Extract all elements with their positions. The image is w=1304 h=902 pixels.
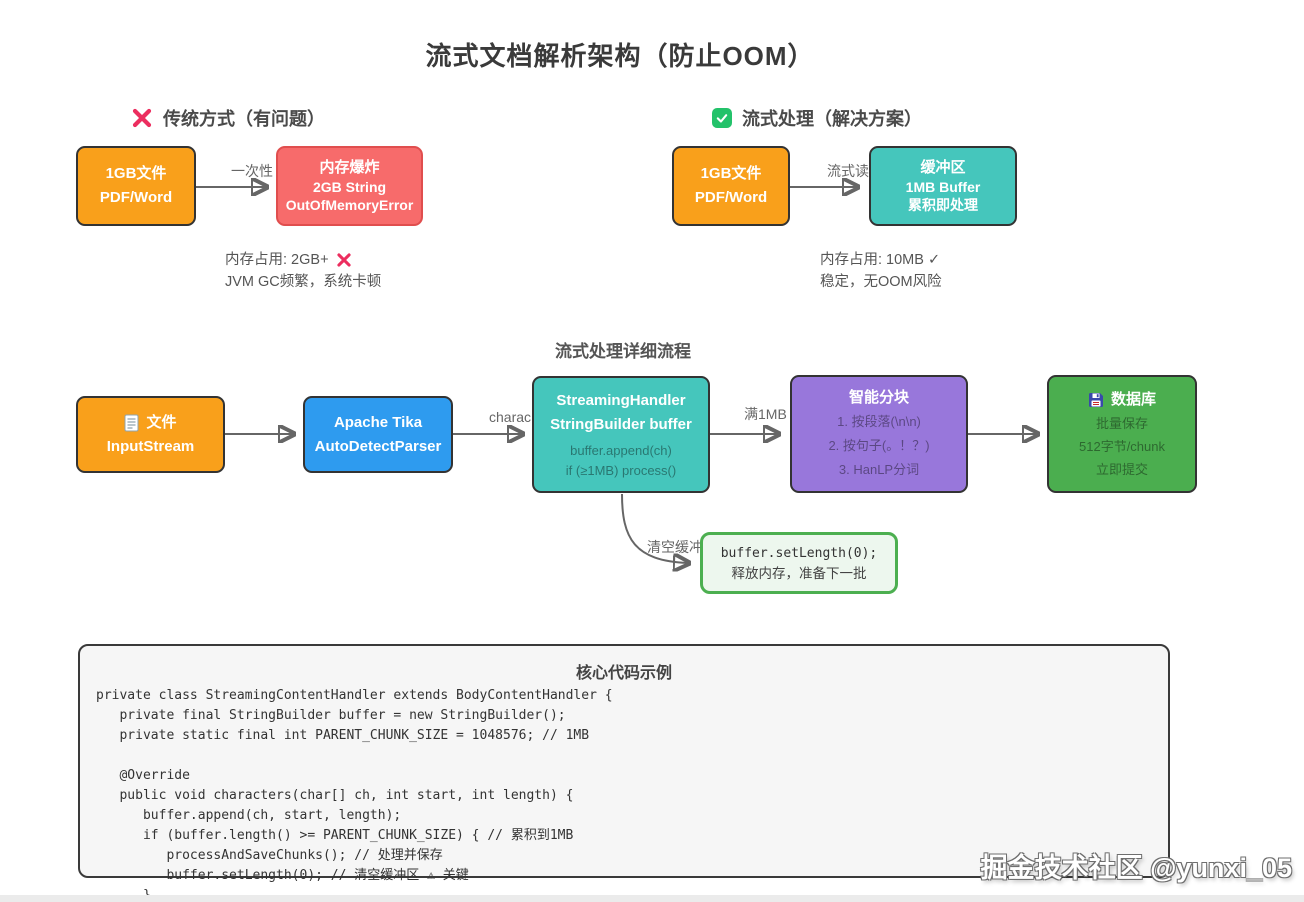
- streaming-caption-line2: 稳定，无OOM风险: [820, 274, 942, 290]
- edge-label-clear: 清空缓冲: [647, 539, 703, 555]
- bottom-strip: [0, 895, 1304, 902]
- page-title: 流式文档解析架构（防止OOM）: [425, 41, 815, 71]
- db-detail1: 批量保存: [1095, 415, 1148, 431]
- node-line: 1GB文件: [105, 165, 167, 182]
- tika-node: Apache Tika AutoDetectParser: [303, 396, 453, 473]
- chunk-item1: 1. 按段落(\n\n): [837, 414, 921, 429]
- db-node: 数据库 批量保存 512字节/chunk 立即提交: [1047, 375, 1197, 493]
- x-icon: [336, 253, 351, 267]
- db-detail3: 立即提交: [1095, 461, 1148, 477]
- file-node-title: 文件: [146, 413, 177, 431]
- handler-detail1: buffer.append(ch): [570, 443, 672, 458]
- db-detail2: 512字节/chunk: [1079, 438, 1165, 454]
- db-node-title-row: 数据库: [1088, 388, 1156, 412]
- traditional-section-header: 传统方式（有问题）: [131, 105, 325, 131]
- node-line: OutOfMemoryError: [285, 197, 414, 213]
- traditional-edge-label: 一次性: [231, 163, 273, 179]
- chunk-node: 智能分块 1. 按段落(\n\n) 2. 按句子(。！？) 3. HanLP分词: [790, 375, 968, 493]
- buffer-reset-desc: 释放内存，准备下一批: [731, 565, 867, 581]
- file-node: 文件 InputStream: [76, 396, 225, 473]
- flow-heading: 流式处理详细流程: [555, 342, 691, 361]
- streaming-edge-label: 流式读: [827, 163, 869, 179]
- code-block: private class StreamingContentHandler ex…: [96, 688, 613, 902]
- traditional-caption: 内存占用: 2GB+ JVM GC频繁，系统卡顿: [225, 249, 381, 293]
- node-line: PDF/Word: [99, 189, 173, 206]
- floppy-disk-icon: [1088, 392, 1103, 407]
- streaming-result-node: 缓冲区 1MB Buffer 累积即处理: [869, 146, 1017, 226]
- buffer-reset-node: buffer.setLength(0); 释放内存，准备下一批: [700, 532, 898, 594]
- code-panel: 核心代码示例 private class StreamingContentHan…: [78, 644, 1170, 902]
- tika-node-line2: AutoDetectParser: [314, 437, 442, 455]
- traditional-caption-line2: JVM GC频繁，系统卡顿: [225, 274, 382, 290]
- code-panel-heading: 核心代码示例: [575, 665, 672, 682]
- traditional-caption-line1: 内存占用: 2GB+: [225, 252, 329, 268]
- streaming-section-header: 流式处理（解决方案）: [712, 105, 922, 131]
- handler-title1: StreamingHandler: [556, 392, 686, 409]
- x-icon: [132, 108, 152, 128]
- file-node-subtitle: InputStream: [106, 437, 195, 455]
- chunk-item2: 2. 按句子(。！？): [828, 438, 930, 453]
- traditional-heading: 传统方式（有问题）: [163, 109, 325, 129]
- streaming-caption-line1: 内存占用: 10MB ✓: [820, 252, 941, 268]
- node-line: 缓冲区: [920, 159, 966, 176]
- watermark: 掘金技术社区 @yunxi_05: [980, 853, 1292, 883]
- node-line: 1MB Buffer: [905, 179, 981, 195]
- chunk-item3: 3. HanLP分词: [838, 462, 920, 477]
- edge-label-characters: charac: [489, 409, 532, 425]
- buffer-reset-code: buffer.setLength(0);: [720, 545, 878, 561]
- db-node-title: 数据库: [1110, 390, 1156, 408]
- chunk-title: 智能分块: [848, 389, 909, 406]
- node-line: 2GB String: [312, 179, 387, 195]
- handler-node: StreamingHandler StringBuilder buffer bu…: [532, 376, 710, 493]
- traditional-result-node: 内存爆炸 2GB String OutOfMemoryError: [276, 146, 423, 226]
- node-line: PDF/Word: [694, 189, 768, 206]
- node-line: 累积即处理: [908, 197, 978, 213]
- node-line: 1GB文件: [700, 165, 762, 182]
- edge-label-1mb: 满1MB: [744, 406, 787, 422]
- traditional-source-node: 1GB文件 PDF/Word: [76, 146, 196, 226]
- handler-title2: StringBuilder buffer: [550, 416, 692, 433]
- streaming-heading: 流式处理（解决方案）: [742, 109, 922, 129]
- tika-node-line1: Apache Tika: [333, 413, 423, 431]
- node-line: 内存爆炸: [319, 159, 380, 176]
- streaming-source-node: 1GB文件 PDF/Word: [672, 146, 790, 226]
- file-node-title-row: 文件: [124, 411, 177, 435]
- handler-detail2: if (≥1MB) process(): [565, 463, 677, 478]
- document-icon: [124, 414, 139, 431]
- check-icon: [712, 108, 732, 128]
- streaming-caption: 内存占用: 10MB ✓ 稳定，无OOM风险: [820, 249, 942, 293]
